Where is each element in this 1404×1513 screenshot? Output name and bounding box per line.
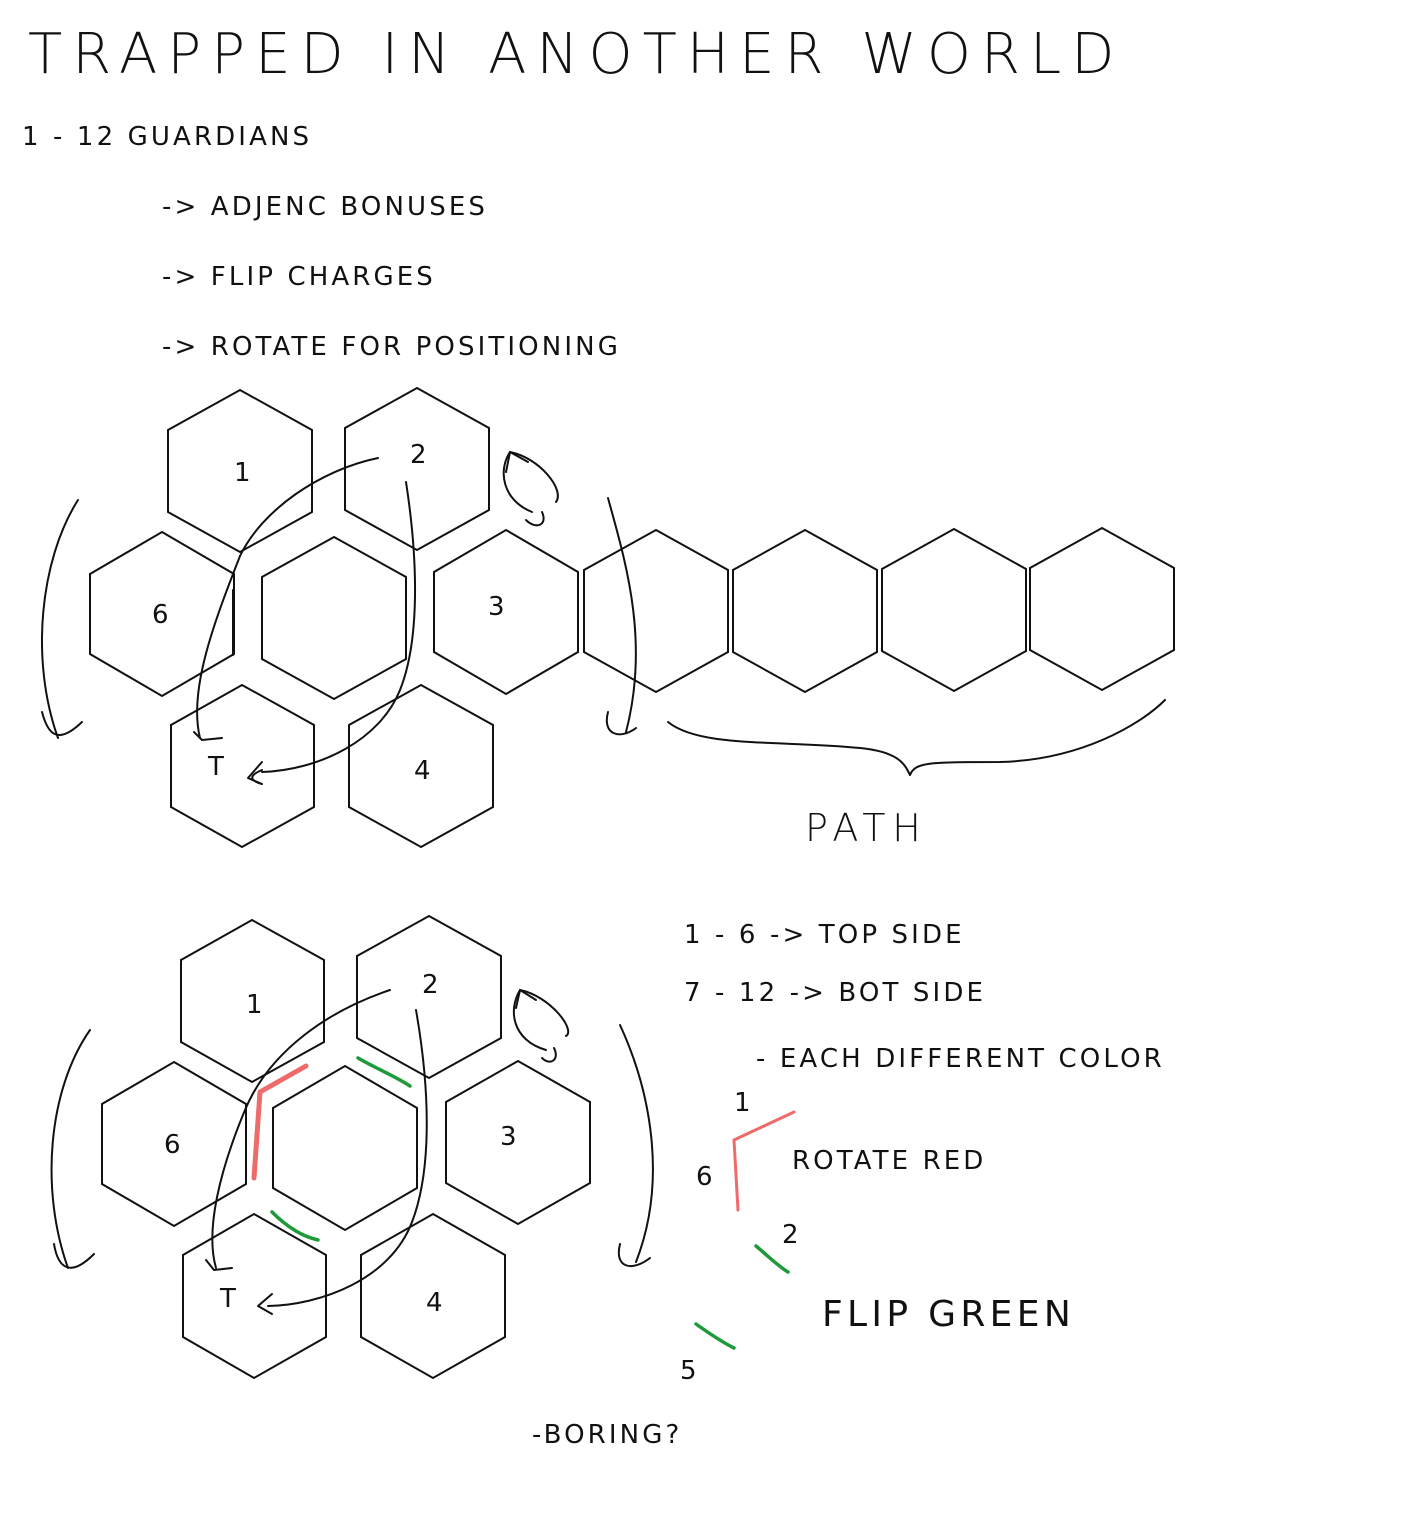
top-hex-4 (348, 683, 494, 849)
top-hex-2 (344, 386, 490, 552)
note-each-color: - EACH DIFFERENT COLOR (756, 1044, 1165, 1074)
bottom-edge-highlights (251, 1056, 412, 1242)
page-title: TRAPPED IN ANOTHER WORLD (28, 22, 1125, 87)
bullet-1: -> ADJENC BONUSES (162, 192, 489, 222)
bottom-hex-label-6: 6 (164, 1130, 184, 1160)
bottom-hex-label-3: 3 (500, 1122, 520, 1152)
path-hex-1 (583, 528, 729, 694)
bottom-hex-3 (445, 1059, 591, 1226)
path-hex-2 (732, 528, 878, 694)
bottom-hex-label-t: T (220, 1284, 240, 1314)
top-hex-label-1: 1 (234, 458, 254, 488)
top-hex-label-t: T (208, 752, 228, 782)
bottom-hex-2 (356, 914, 502, 1080)
red-edge-highlight (251, 1063, 309, 1181)
rotate-red-label: ROTATE RED (792, 1146, 987, 1176)
green-legend-mark-bottom (694, 1322, 736, 1350)
green-legend-label-bottom: 5 (680, 1356, 700, 1386)
note-top-side: 1 - 6 -> TOP SIDE (684, 920, 965, 950)
green-legend-mark-top (754, 1244, 790, 1274)
bottom-hex-1 (180, 918, 325, 1084)
green-edge-highlight-bottom (270, 1210, 320, 1242)
bottom-hex-label-4: 4 (426, 1288, 446, 1318)
top-hex-center (261, 535, 407, 701)
top-hex-label-3: 3 (488, 592, 508, 622)
top-hex-1 (167, 388, 313, 554)
top-arrows (41, 451, 1166, 785)
flip-green-label: FLIP GREEN (822, 1294, 1076, 1335)
legend-marks (694, 1110, 796, 1350)
green-legend-label-top: 2 (782, 1220, 802, 1250)
red-legend-label-top: 1 (734, 1088, 754, 1118)
boring-note: -BORING? (532, 1420, 683, 1450)
path-hex-4 (1029, 526, 1175, 692)
red-legend-mark (732, 1110, 796, 1212)
top-hex-t (170, 683, 315, 849)
bottom-hex-label-1: 1 (246, 990, 266, 1020)
bottom-hex-label-2: 2 (422, 970, 442, 1000)
bullet-2: -> FLIP CHARGES (162, 262, 436, 292)
top-hex-3 (433, 528, 579, 696)
bullet-3: -> ROTATE FOR POSITIONING (162, 332, 621, 362)
path-hex-row (583, 526, 1175, 694)
bottom-hex-cluster (101, 914, 591, 1380)
bottom-hex-6 (101, 1060, 247, 1228)
bottom-hex-4 (360, 1212, 506, 1380)
green-edge-highlight-top (356, 1056, 412, 1088)
path-label: PATH (805, 806, 928, 850)
note-bot-side: 7 - 12 -> BOT SIDE (684, 978, 987, 1008)
path-hex-3 (881, 527, 1027, 693)
top-hex-label-4: 4 (414, 756, 434, 786)
red-legend-label-side: 6 (696, 1162, 716, 1192)
bottom-arrows (50, 989, 654, 1315)
bottom-hex-t (182, 1212, 327, 1380)
top-hex-label-2: 2 (410, 440, 430, 470)
bottom-hex-center (272, 1064, 418, 1232)
top-hex-label-6: 6 (152, 600, 172, 630)
subtitle: 1 - 12 GUARDIANS (22, 122, 313, 152)
